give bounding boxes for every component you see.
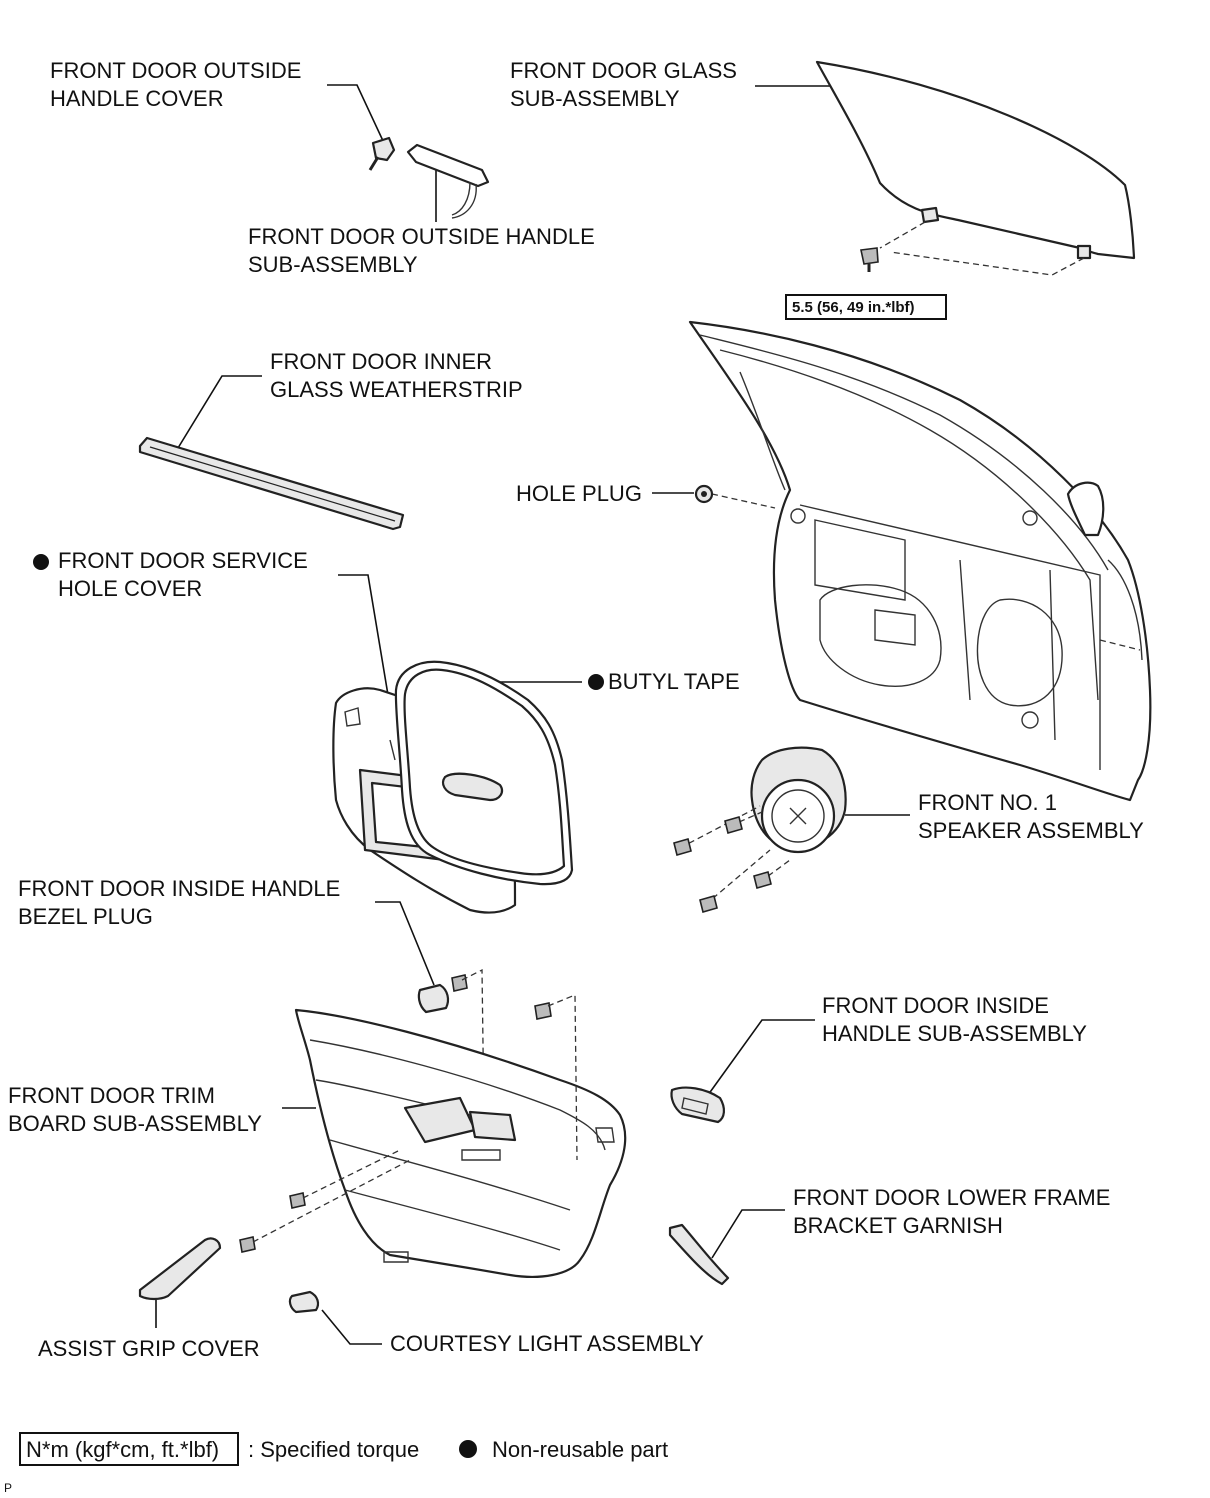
torque-spec-value: 5.5 (56, 49 in.*lbf) [792,299,915,316]
legend-torque-text: : Specified torque [248,1437,419,1462]
label-line: BOARD SUB-ASSEMBLY [8,1111,262,1136]
label-line: FRONT DOOR INNER [270,349,492,374]
label-line: BRACKET GARNISH [793,1213,1003,1238]
label-courtesy-light-assembly: COURTESY LIGHT ASSEMBLY [390,1331,704,1356]
leader-lower-garnish [711,1209,785,1259]
outside-handle-cover [368,136,396,171]
courtesy-light-assembly [288,1290,320,1314]
legend-torque-box [19,1432,239,1466]
speaker-assembly [673,746,847,913]
label-assist-grip-cover: ASSIST GRIP COVER [38,1336,260,1361]
lower-frame-bracket-garnish [668,1223,730,1286]
glass-subassembly [815,60,1136,276]
label-inside-handle-bezel-plug: FRONT DOOR INSIDE HANDLE BEZEL PLUG [18,876,340,929]
label-line: GLASS WEATHERSTRIP [270,377,523,402]
label-line: FRONT DOOR INSIDE HANDLE [18,876,340,901]
legend-nonreusable-text: Non-reusable part [492,1437,668,1462]
butyl-tape [394,660,574,886]
label-service-hole-cover: FRONT DOOR SERVICE HOLE COVER [33,548,308,601]
legend: N*m (kgf*cm, ft.*lbf) : Specified torque… [19,1432,668,1466]
inside-handle-subassembly [670,1086,725,1124]
label-butyl-tape: BUTYL TAPE [588,669,740,694]
outside-handle-subassembly [406,143,490,219]
legend-torque-box-text: N*m (kgf*cm, ft.*lbf) [26,1437,219,1462]
label-line: FRONT DOOR OUTSIDE [50,58,301,83]
label-outside-handle-cover: FRONT DOOR OUTSIDE HANDLE COVER [50,58,301,111]
label-line: HANDLE SUB-ASSEMBLY [822,1021,1087,1046]
nonreusable-bullet-icon [588,674,604,690]
label-line: BEZEL PLUG [18,904,153,929]
label-line: FRONT DOOR INSIDE [822,993,1049,1018]
inner-glass-weatherstrip [138,436,405,531]
leader-lines [155,84,910,1345]
nonreusable-bullet-icon [459,1440,477,1458]
label-speaker-assembly: FRONT NO. 1 SPEAKER ASSEMBLY [918,790,1144,843]
trim-board-subassembly [239,994,627,1278]
leader-weatherstrip [177,375,262,449]
label-line: FRONT NO. 1 [918,790,1057,815]
door-panel [688,320,1152,802]
leader-courtesy-light [321,1309,382,1345]
label-glass-subassembly: FRONT DOOR GLASS SUB-ASSEMBLY [510,58,737,111]
label-line: FRONT DOOR LOWER FRAME [793,1185,1110,1210]
label-inside-handle-subassembly: FRONT DOOR INSIDE HANDLE SUB-ASSEMBLY [822,993,1087,1046]
torque-spec-box: 5.5 (56, 49 in.*lbf) [785,294,947,320]
label-hole-plug: HOLE PLUG [516,481,642,506]
label-line: FRONT DOOR OUTSIDE HANDLE [248,224,595,249]
label-line: FRONT DOOR TRIM [8,1083,215,1108]
label-line: SUB-ASSEMBLY [248,252,418,277]
nonreusable-bullet-icon [33,554,49,570]
assist-grip-cover [138,1237,222,1301]
leader-service-hole-cover [338,574,389,696]
label-line: SUB-ASSEMBLY [510,86,680,111]
label-line: HOLE COVER [58,576,202,601]
label-trim-board-subassembly: FRONT DOOR TRIM BOARD SUB-ASSEMBLY [8,1083,262,1136]
corner-mark: P [4,1481,12,1495]
leader-outside-handle-cover [327,84,385,144]
leader-inside-handle [707,1019,815,1096]
label-line: BUTYL TAPE [608,669,740,694]
screw-icon [673,816,772,913]
label-outside-handle-subassembly: FRONT DOOR OUTSIDE HANDLE SUB-ASSEMBLY [248,224,595,277]
hole-plug [694,484,714,504]
label-line: FRONT DOOR SERVICE [58,548,308,573]
label-lower-frame-bracket-garnish: FRONT DOOR LOWER FRAME BRACKET GARNISH [793,1185,1110,1238]
label-inner-glass-weatherstrip: FRONT DOOR INNER GLASS WEATHERSTRIP [270,349,523,402]
label-line: HANDLE COVER [50,86,224,111]
leader-bezel-plug [375,901,435,986]
label-line: SPEAKER ASSEMBLY [918,818,1144,843]
label-line: FRONT DOOR GLASS [510,58,737,83]
